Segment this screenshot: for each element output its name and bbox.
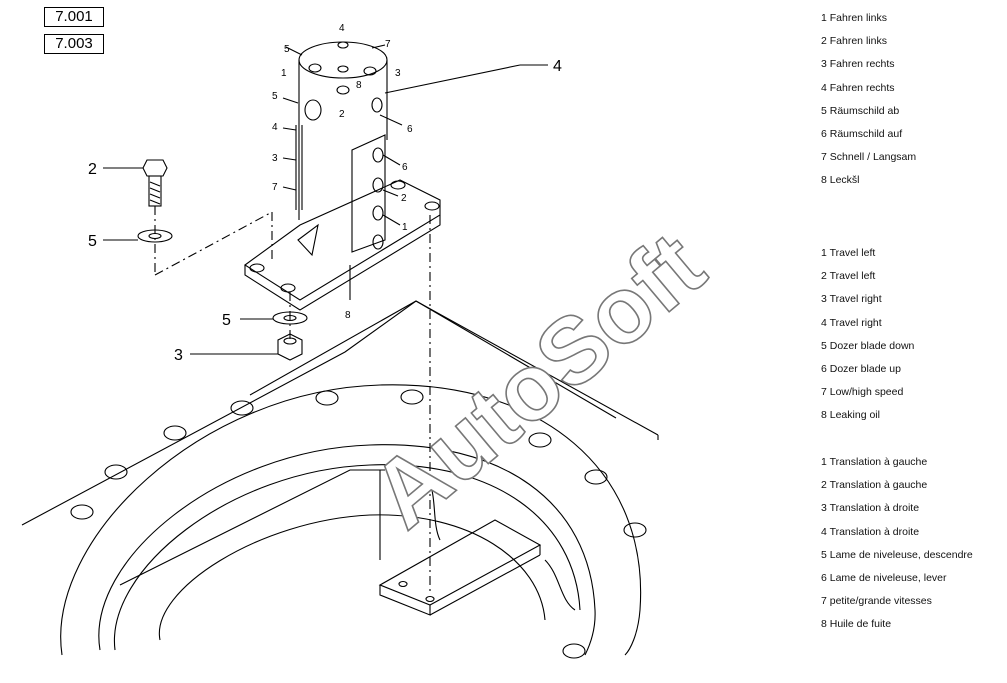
side-label-1: 1 bbox=[402, 222, 408, 233]
port-label-5: 5 bbox=[284, 44, 290, 55]
legend-german: 1 Fahren links 2 Fahren links 3 Fahren r… bbox=[821, 11, 916, 197]
callout-5-middle: 5 bbox=[222, 312, 231, 329]
port-label-1: 1 bbox=[281, 68, 287, 79]
legend-en-item: 8 Leaking oil bbox=[821, 409, 880, 422]
legend-fr-item: 2 Translation à gauche bbox=[821, 479, 928, 492]
port-label-4: 4 bbox=[339, 23, 345, 34]
legend-en-item: 3 Travel right bbox=[821, 293, 882, 306]
port-label-2: 2 bbox=[339, 109, 345, 120]
port-label-3: 3 bbox=[395, 68, 401, 79]
legend-fr-item: 1 Translation à gauche bbox=[821, 456, 928, 468]
legend-en-item: 6 Dozer blade up bbox=[821, 362, 901, 375]
legend-en-item: 7 Low/high speed bbox=[821, 386, 904, 399]
side-label-5: 5 bbox=[272, 91, 278, 102]
side-label-7: 7 bbox=[272, 182, 278, 193]
legend-fr-item: 5 Lame de niveleuse, descendre bbox=[821, 548, 973, 561]
legend-de-item: 1 Fahren links bbox=[821, 12, 887, 24]
side-label-3: 3 bbox=[272, 153, 278, 164]
legend-de-item: 4 Fahren rechts bbox=[821, 81, 895, 94]
legend-en-item: 4 Travel right bbox=[821, 316, 882, 329]
legend-fr-item: 3 Translation à droite bbox=[821, 502, 920, 515]
legend-fr-item: 6 Lame de niveleuse, lever bbox=[821, 571, 947, 584]
legend-de-item: 7 Schnell / Langsam bbox=[821, 151, 917, 164]
callout-2: 2 bbox=[88, 161, 97, 178]
legend-de-item: 5 Räumschild ab bbox=[821, 104, 900, 117]
drawing-linework bbox=[21, 41, 659, 659]
side-label-6-upper: 6 bbox=[407, 124, 413, 135]
legend-en-item: 5 Dozer blade down bbox=[821, 339, 915, 352]
port-label-7: 7 bbox=[385, 39, 391, 50]
side-label-4: 4 bbox=[272, 122, 278, 133]
legend-fr-item: 4 Translation à droite bbox=[821, 525, 920, 538]
legend-de-item: 6 Räumschild auf bbox=[821, 127, 903, 140]
callout-4: 4 bbox=[553, 58, 562, 75]
reference-number-2: 7.003 bbox=[44, 34, 104, 54]
legend-de-item: 3 Fahren rechts bbox=[821, 58, 895, 71]
legend-de-item: 8 Leckšl bbox=[821, 174, 860, 187]
legend-english: 1 Travel left 2 Travel left 3 Travel rig… bbox=[821, 246, 914, 432]
callout-5-left: 5 bbox=[88, 233, 97, 250]
side-label-6-lower: 6 bbox=[402, 162, 408, 173]
legend-french: 1 Translation à gauche 2 Translation à g… bbox=[821, 455, 973, 641]
legend-de-item: 2 Fahren links bbox=[821, 35, 887, 48]
callout-3: 3 bbox=[174, 347, 183, 364]
legend-fr-item: 8 Huile de fuite bbox=[821, 618, 892, 631]
legend-fr-item: 7 petite/grande vitesses bbox=[821, 595, 932, 608]
side-label-2: 2 bbox=[401, 193, 407, 204]
autosoft-watermark: AutoSoft bbox=[352, 212, 723, 547]
legend-en-item: 1 Travel left bbox=[821, 247, 876, 259]
port-label-8: 8 bbox=[356, 80, 362, 91]
reference-number-1: 7.001 bbox=[44, 7, 104, 27]
callout-8-base: 8 bbox=[345, 310, 351, 321]
legend-en-item: 2 Travel left bbox=[821, 270, 876, 283]
